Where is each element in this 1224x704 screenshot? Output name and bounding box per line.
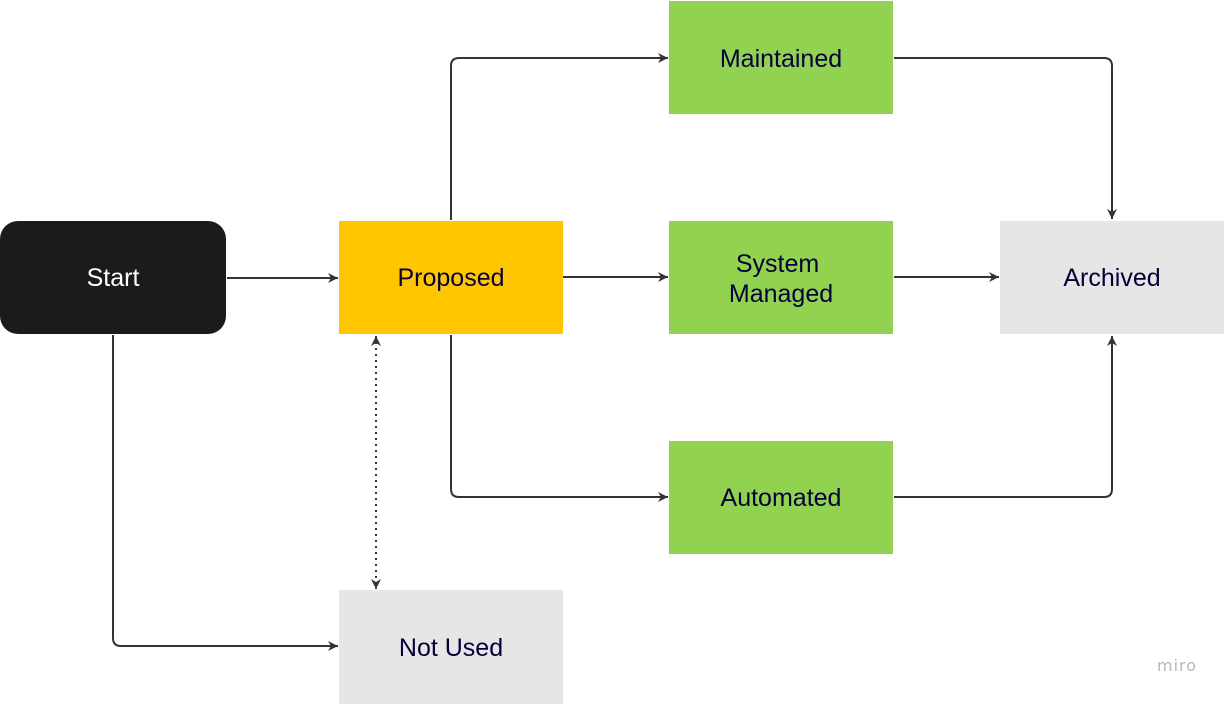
edge-automated-to-archived (894, 336, 1117, 498)
node-proposed[interactable]: Proposed (339, 221, 563, 334)
node-system-managed-label-line2: Managed (729, 280, 833, 308)
node-automated-box (669, 441, 893, 554)
node-start-label: Start (87, 264, 140, 292)
edge-start-to-not-used (112, 335, 338, 651)
miro-watermark: miro (1157, 656, 1198, 675)
edges (112, 53, 1117, 651)
node-start-box (0, 221, 226, 334)
node-system-managed-label-line1: System (736, 250, 819, 278)
node-automated[interactable]: Automated (669, 441, 893, 554)
node-system-managed-label: System Managed (729, 250, 833, 308)
node-not-used[interactable]: Not Used (339, 590, 563, 704)
node-archived-box (1000, 221, 1224, 334)
node-system-managed[interactable]: System Managed (669, 221, 893, 334)
edge-maintained-to-archived (894, 57, 1117, 219)
node-maintained[interactable]: Maintained (669, 1, 893, 114)
node-not-used-label: Not Used (399, 634, 503, 662)
node-maintained-label: Maintained (720, 45, 842, 73)
edge-proposed-to-automated (450, 335, 668, 502)
node-not-used-box (339, 590, 563, 704)
node-start[interactable]: Start (0, 221, 226, 334)
node-maintained-box (669, 1, 893, 114)
edge-proposed-to-maintained (450, 53, 668, 220)
node-archived[interactable]: Archived (1000, 221, 1224, 334)
node-archived-label: Archived (1063, 264, 1160, 292)
node-proposed-box (339, 221, 563, 334)
node-system-managed-box (669, 221, 893, 334)
node-proposed-label: Proposed (397, 264, 504, 292)
node-automated-label: Automated (721, 484, 842, 512)
